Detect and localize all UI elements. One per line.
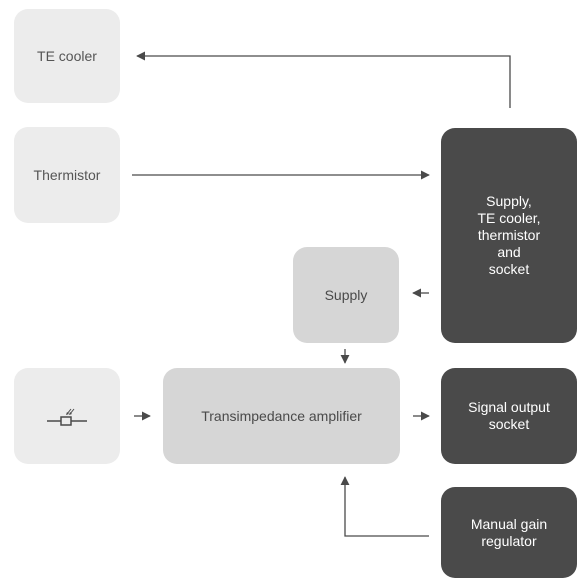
supply-label: Supply	[324, 286, 368, 303]
thermistor-block: Thermistor	[14, 127, 120, 223]
gain-regulator-to-amplifier-arrow	[340, 476, 429, 537]
photodiode-block	[14, 368, 120, 464]
signal-output-socket-label: Signal output socket	[468, 399, 550, 432]
controller-label: Supply, TE cooler, thermistor and socket	[477, 193, 541, 277]
te-cooler-block: TE cooler	[14, 9, 120, 103]
photodiode-icon	[47, 408, 87, 426]
supply-block: Supply	[293, 247, 399, 343]
controller-block: Supply, TE cooler, thermistor and socket	[441, 128, 577, 343]
transimpedance-amplifier-block: Transimpedance amplifier	[163, 368, 400, 464]
te-cooler-label: TE cooler	[37, 47, 97, 64]
signal-output-socket-block: Signal output socket	[441, 368, 577, 464]
manual-gain-regulator-block: Manual gain regulator	[441, 487, 577, 578]
transimpedance-amplifier-label: Transimpedance amplifier	[201, 407, 362, 424]
controller-to-te-cooler-arrow	[136, 51, 511, 108]
manual-gain-regulator-label: Manual gain regulator	[470, 515, 548, 549]
thermistor-label: Thermistor	[33, 166, 101, 183]
